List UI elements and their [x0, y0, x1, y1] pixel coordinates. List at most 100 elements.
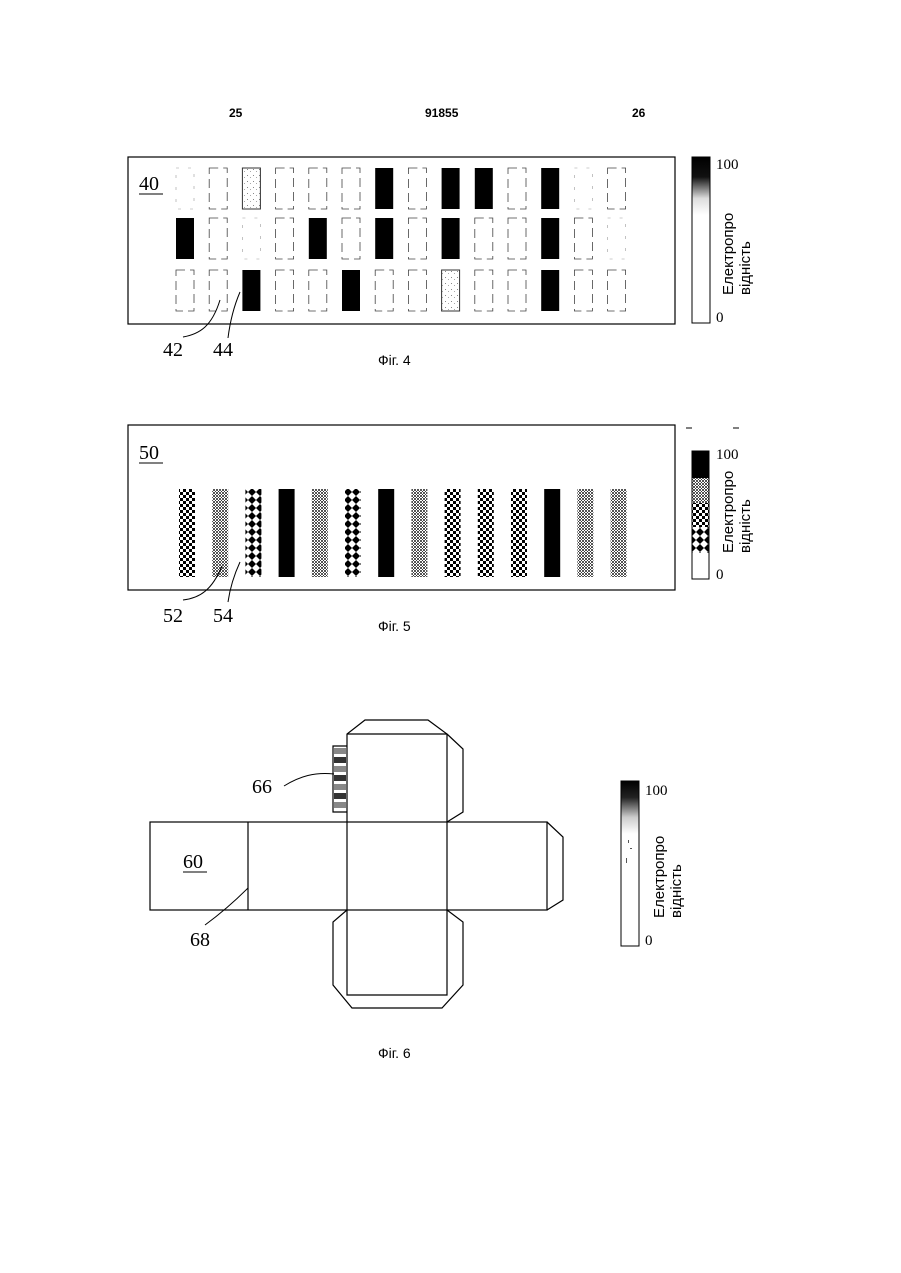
fig4-cell-solid: [442, 168, 460, 209]
fig4-cell-outline: [608, 270, 626, 311]
fig4-cell-solid: [342, 270, 360, 311]
fig6-ref-60: 60: [183, 851, 203, 873]
fig5-bar-fine: [411, 489, 427, 577]
fig6-ref-68: 68: [190, 929, 210, 951]
fig4-cell-outline: [309, 270, 327, 311]
fig4-cell-speckled: [242, 168, 260, 209]
fig4-cell-faint: [608, 218, 626, 259]
fig4-cell-outline: [508, 270, 526, 311]
fig6-label-stripe: [334, 775, 346, 781]
fig4-cell-outline: [342, 168, 360, 209]
fig4-leader-42: [183, 300, 220, 337]
fig4-cell-solid: [442, 218, 460, 259]
fig6-leader-68: [205, 888, 248, 925]
fig4-cell-outline: [508, 168, 526, 209]
fig4-caption: Фіг. 4: [378, 352, 411, 368]
fig4-cell-faint: [176, 168, 194, 209]
fig6-scale-bar: [621, 781, 639, 946]
figure-5: 50 52 54 100 0 Електропро відність: [0, 400, 901, 640]
fig4-cell-outline: [408, 270, 426, 311]
fig5-bar-checker: [445, 489, 461, 577]
fig6-label-stripe: [334, 766, 346, 772]
fig4-cell-outline: [276, 218, 294, 259]
fig4-cell-solid: [242, 270, 260, 311]
fig6-label-stripe: [334, 748, 346, 754]
fig4-cell-speckled: [442, 270, 460, 311]
fig5-bar-checker: [511, 489, 527, 577]
fig4-cell-grid: [176, 168, 626, 311]
fig6-caption: Фіг. 6: [378, 1045, 411, 1061]
fig4-cell-outline: [176, 270, 194, 311]
fig4-ref-main: 40: [139, 173, 159, 195]
fig4-cell-outline: [574, 218, 592, 259]
fig4-cell-outline: [574, 270, 592, 311]
fig5-scale-bar: [692, 451, 709, 579]
fig4-cell-solid: [176, 218, 194, 259]
fig4-cell-outline: [342, 218, 360, 259]
fig4-scale-label-line2: відність: [737, 241, 754, 295]
fig6-label-stripe: [334, 757, 346, 763]
fig4-panel: [128, 157, 675, 324]
fig4-cell-outline: [508, 218, 526, 259]
fig4-cell-outline: [309, 168, 327, 209]
fig4-cell-outline: [276, 270, 294, 311]
fig5-bar-diamond: [345, 489, 361, 577]
fig4-cell-solid: [375, 168, 393, 209]
fig4-cell-outline: [608, 168, 626, 209]
fig6-box-net: [150, 720, 563, 1008]
fig5-bar-checker: [478, 489, 494, 577]
fig4-cell-faint: [242, 218, 260, 259]
fig4-scale-min: 0: [716, 310, 724, 326]
fig5-scale-label-line1: Електропро: [720, 471, 737, 553]
fig6-label-stripe: [334, 784, 346, 790]
fig4-scale-label-line1: Електропро: [720, 213, 737, 295]
fig5-bar-solid: [279, 489, 295, 577]
fig4-ref-44: 44: [213, 339, 233, 361]
fig5-scale-min: 0: [716, 567, 724, 583]
fig4-scale-max: 100: [716, 157, 739, 173]
figure-6: 66 60 68 100 0 Електропро відність: [0, 700, 901, 1040]
fig4-cell-outline: [276, 168, 294, 209]
fig4-scale-bar: [692, 157, 710, 323]
fig5-bar-row: [179, 489, 627, 577]
fig4-cell-outline: [475, 270, 493, 311]
fig5-bar-solid: [544, 489, 560, 577]
fig6-scale-max: 100: [645, 783, 668, 799]
fig4-cell-solid: [541, 168, 559, 209]
fig5-bar-fine: [212, 489, 228, 577]
fig5-ref-54: 54: [213, 605, 233, 627]
fig4-cell-outline: [408, 218, 426, 259]
fig4-cell-solid: [541, 270, 559, 311]
fig6-scale-min: 0: [645, 933, 653, 949]
fig5-scale-label-line2: відність: [737, 499, 754, 553]
fig4-cell-solid: [475, 168, 493, 209]
fig6-label-stripe: [334, 793, 346, 799]
fig6-electrode-label: [334, 748, 346, 808]
figure-4: 40 42 44 100 0 Електропро відність: [0, 0, 901, 400]
fig4-cell-outline: [209, 218, 227, 259]
fig4-cell-outline: [375, 270, 393, 311]
fig5-scale-max: 100: [716, 447, 739, 463]
fig4-cell-solid: [309, 218, 327, 259]
fig6-scale-label-line1: Електропро: [651, 836, 668, 918]
fig4-cell-outline: [475, 218, 493, 259]
fig5-leader-54: [228, 562, 240, 602]
fig4-cell-outline: [209, 168, 227, 209]
fig6-ref-66: 66: [252, 776, 272, 798]
fig5-bar-fine: [312, 489, 328, 577]
fig5-bar-diamond: [245, 489, 261, 577]
fig6-leader-66: [284, 774, 334, 787]
fig4-cell-outline: [408, 168, 426, 209]
fig4-ref-42: 42: [163, 339, 183, 361]
fig6-label-stripe: [334, 802, 346, 808]
fig4-cell-solid: [541, 218, 559, 259]
fig5-ref-main: 50: [139, 442, 159, 464]
fig5-bar-fine: [611, 489, 627, 577]
fig4-cell-solid: [375, 218, 393, 259]
fig5-bar-fine: [577, 489, 593, 577]
fig5-ref-52: 52: [163, 605, 183, 627]
fig4-leader-44: [228, 292, 240, 338]
fig4-cell-faint: [574, 168, 592, 209]
fig6-scale-label-line2: відність: [668, 864, 685, 918]
